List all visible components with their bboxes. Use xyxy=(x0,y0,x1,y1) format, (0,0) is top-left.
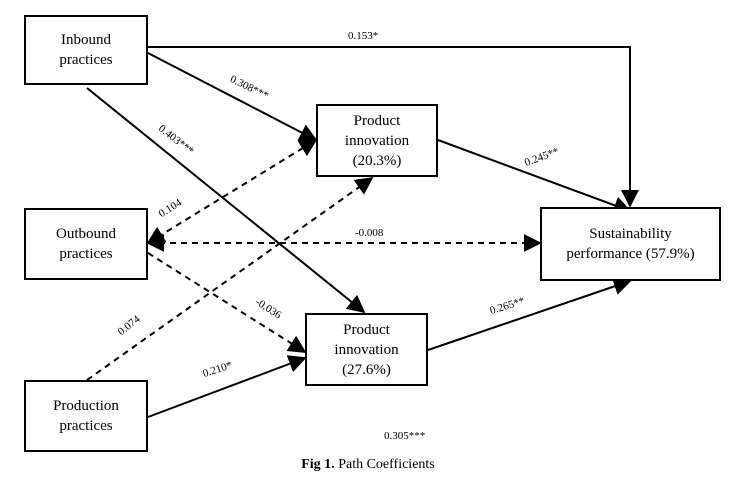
node-outbound-practices: Outbound practices xyxy=(24,208,148,280)
node-label: Outbound xyxy=(56,226,116,242)
path-outbound-innovation1 xyxy=(146,139,318,244)
node-label: Production xyxy=(53,398,119,414)
node-label: Product xyxy=(353,112,401,129)
node-label: practices xyxy=(59,52,113,68)
path-outbound-innovation2 xyxy=(147,252,307,353)
node-production-practices: Production practices xyxy=(24,380,148,452)
node-label: (27.6%) xyxy=(342,361,391,378)
path-production-innovation1 xyxy=(86,176,374,381)
caption-prefix: Fig 1. xyxy=(301,457,335,472)
node-product-innovation-1: Product innovation (20.3%) xyxy=(316,104,438,177)
figure-caption: Fig 1. Path Coefficients xyxy=(0,457,736,473)
caption-text: Path Coefficients xyxy=(334,457,435,472)
node-label: practices xyxy=(59,246,113,262)
node-label: Sustainability xyxy=(589,226,672,242)
node-product-innovation-2: Product innovation (27.6%) xyxy=(305,313,428,386)
path-production-innovation2 xyxy=(147,355,307,418)
node-label: innovation xyxy=(334,341,399,358)
coef-outbound-sustainability: -0.008 xyxy=(355,227,384,239)
node-inbound-practices: Inbound practices xyxy=(24,15,148,85)
path-innovation2-sustainability xyxy=(427,277,632,351)
coef-extra: 0.305*** xyxy=(384,430,426,442)
coef-inbound-sustainability: 0.153* xyxy=(348,30,379,42)
node-label: innovation xyxy=(344,132,410,149)
node-label: practices xyxy=(59,418,113,434)
path-innovation1-sustainability xyxy=(437,139,632,214)
node-label: Inbound xyxy=(61,32,111,48)
node-label: Product xyxy=(343,321,390,338)
path-inbound-innovation1 xyxy=(147,52,318,141)
node-label: performance (57.9%) xyxy=(566,246,695,262)
node-label: (20.3%) xyxy=(352,152,402,169)
node-sustainability-performance: Sustainability performance (57.9%) xyxy=(540,207,721,281)
path-inbound-sustainability xyxy=(148,46,639,208)
